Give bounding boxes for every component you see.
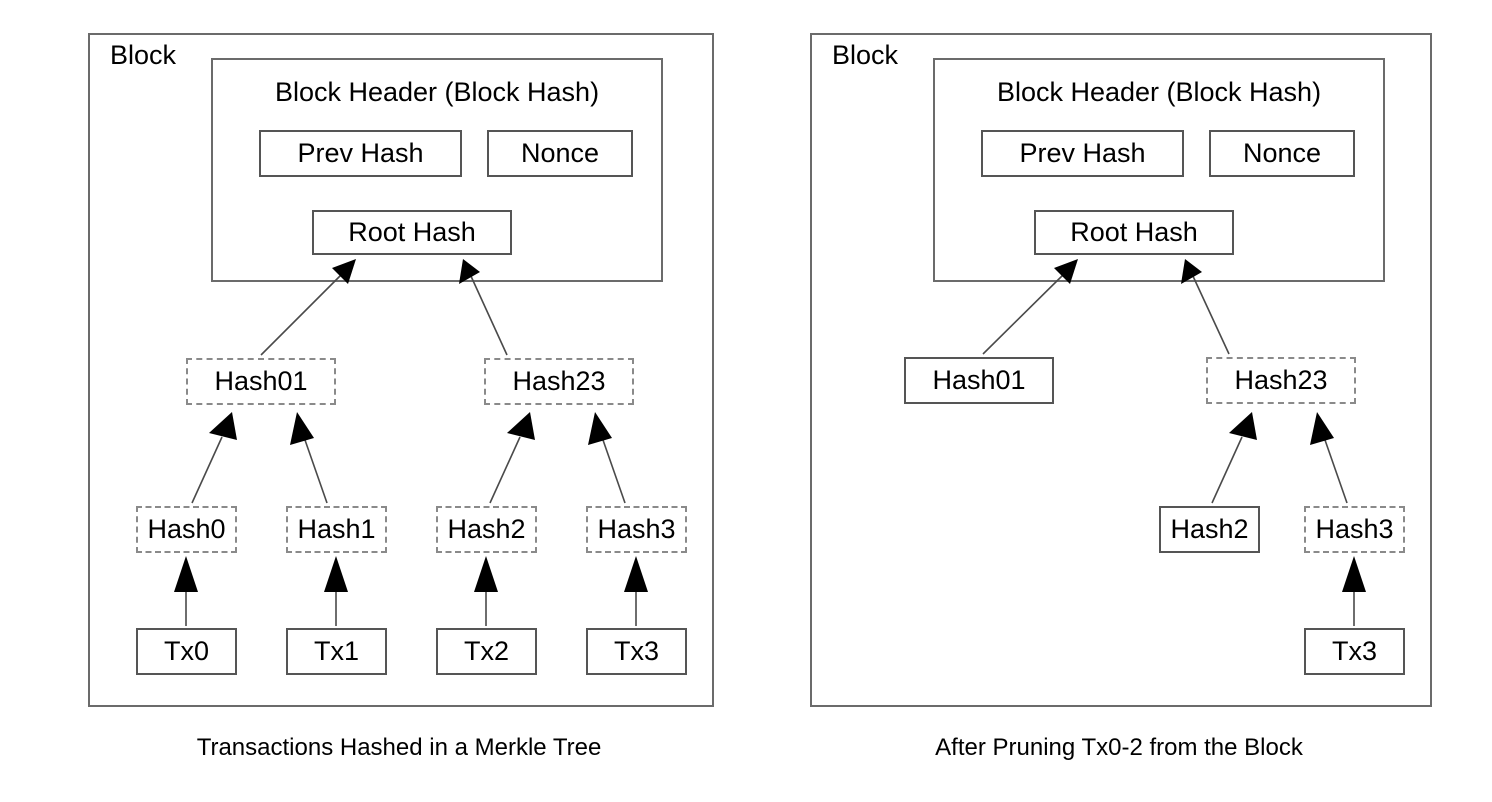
- node-hash2-left[interactable]: Hash2: [436, 506, 537, 553]
- field-root-hash-label-left: Root Hash: [348, 217, 476, 247]
- field-root-hash-left[interactable]: Root Hash: [312, 210, 512, 255]
- caption-right: After Pruning Tx0-2 from the Block: [935, 734, 1303, 761]
- field-nonce-label-right: Nonce: [1242, 138, 1322, 168]
- node-tx2-label-left: Tx2: [463, 636, 509, 666]
- node-tx3-label-right: Tx3: [1331, 636, 1377, 666]
- field-root-hash-right[interactable]: Root Hash: [1034, 210, 1234, 255]
- node-hash2-right[interactable]: Hash2: [1159, 506, 1260, 553]
- field-prev-hash-left[interactable]: Prev Hash: [259, 130, 462, 177]
- node-tx0-label-left: Tx0: [163, 636, 209, 666]
- block-label-right: Block: [832, 40, 899, 70]
- field-prev-hash-label-right: Prev Hash: [1019, 138, 1146, 168]
- node-hash1-left[interactable]: Hash1: [286, 506, 387, 553]
- field-root-hash-label-right: Root Hash: [1070, 217, 1198, 247]
- node-tx2-left[interactable]: Tx2: [436, 628, 537, 675]
- node-tx3-right[interactable]: Tx3: [1304, 628, 1405, 675]
- node-hash0-left[interactable]: Hash0: [136, 506, 237, 553]
- node-hash3-label-right: Hash3: [1315, 514, 1394, 544]
- node-hash01-label-right: Hash01: [932, 365, 1026, 395]
- node-hash23-left[interactable]: Hash23: [484, 358, 634, 405]
- node-hash3-left[interactable]: Hash3: [586, 506, 687, 553]
- node-hash3-label-left: Hash3: [597, 514, 676, 544]
- node-hash01-label-left: Hash01: [214, 366, 308, 396]
- node-hash01-left[interactable]: Hash01: [186, 358, 336, 405]
- field-nonce-label-left: Nonce: [520, 138, 600, 168]
- node-tx3-left[interactable]: Tx3: [586, 628, 687, 675]
- block-header-title-left: Block Header (Block Hash): [274, 77, 600, 107]
- node-hash1-label-left: Hash1: [297, 514, 376, 544]
- node-tx3-label-left: Tx3: [613, 636, 659, 666]
- node-hash01-right[interactable]: Hash01: [904, 357, 1054, 404]
- node-tx1-left[interactable]: Tx1: [286, 628, 387, 675]
- field-nonce-left[interactable]: Nonce: [487, 130, 633, 177]
- node-tx1-label-left: Tx1: [313, 636, 359, 666]
- node-hash2-label-left: Hash2: [447, 514, 526, 544]
- node-hash3-right[interactable]: Hash3: [1304, 506, 1405, 553]
- block-header-title-right: Block Header (Block Hash): [996, 77, 1322, 107]
- field-nonce-right[interactable]: Nonce: [1209, 130, 1355, 177]
- block-label-left: Block: [110, 40, 177, 70]
- node-hash23-label-left: Hash23: [512, 366, 606, 396]
- node-hash2-label-right: Hash2: [1170, 514, 1249, 544]
- node-hash0-label-left: Hash0: [147, 514, 226, 544]
- field-prev-hash-label-left: Prev Hash: [297, 138, 424, 168]
- node-hash23-right[interactable]: Hash23: [1206, 357, 1356, 404]
- field-prev-hash-right[interactable]: Prev Hash: [981, 130, 1184, 177]
- node-hash23-label-right: Hash23: [1234, 365, 1328, 395]
- node-tx0-left[interactable]: Tx0: [136, 628, 237, 675]
- caption-left: Transactions Hashed in a Merkle Tree: [196, 734, 602, 761]
